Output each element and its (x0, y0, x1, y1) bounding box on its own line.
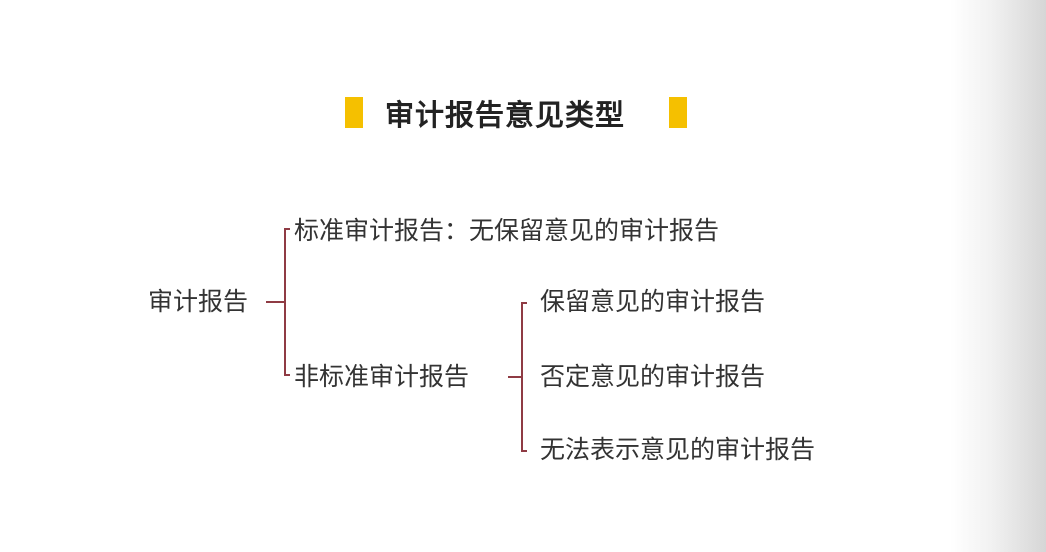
bracket-tick (521, 450, 527, 452)
bracket-tick (521, 302, 527, 304)
page-title: 审计报告意见类型 (385, 98, 626, 132)
tree-leaf: 否定意见的审计报告 (540, 362, 766, 391)
bracket-line (521, 302, 523, 452)
tree-node-standard: 标准审计报告：无保留意见的审计报告 (294, 216, 720, 245)
connector-line (266, 301, 284, 303)
bracket-tick (284, 228, 290, 230)
bracket-line (284, 228, 286, 376)
tree-root: 审计报告 (148, 287, 249, 316)
title-accent-left (345, 97, 363, 128)
tree-leaf: 无法表示意见的审计报告 (540, 435, 816, 464)
tree-leaf: 保留意见的审计报告 (540, 287, 766, 316)
connector-line (508, 376, 521, 378)
bracket-tick (284, 374, 290, 376)
title-accent-right (669, 97, 687, 128)
tree-node-non-standard: 非标准审计报告 (294, 362, 470, 391)
